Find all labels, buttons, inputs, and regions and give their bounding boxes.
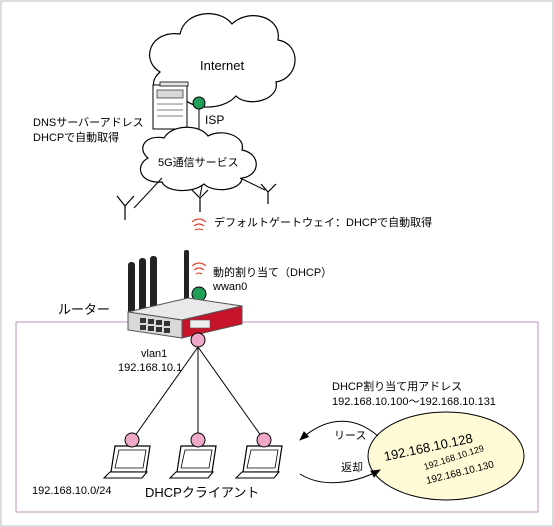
antenna-center: [191, 185, 209, 212]
wwan-signal-icon: [191, 262, 207, 275]
antenna-right: [239, 177, 277, 204]
dns-label-line1: DNSサーバーアドレス: [33, 116, 144, 129]
laptop-icon: [102, 432, 151, 479]
network-label: 192.168.10.0/24: [32, 485, 112, 497]
server-icon: [152, 81, 189, 130]
antenna-left: [116, 177, 163, 220]
default-gateway-label: デフォルトゲートウェイ：DHCPで自動取得: [214, 215, 432, 229]
lease-arrow: [299, 420, 379, 441]
release-label: 返却: [341, 461, 363, 474]
router-icon: [127, 250, 243, 339]
address-pool-ellipse: [367, 411, 525, 501]
pool-range: 192.168.10.100～192.168.10.131: [332, 396, 496, 408]
clients-label: DHCPクライアント: [145, 485, 259, 500]
vlan-name: vlan1: [141, 348, 167, 360]
isp-node: [192, 96, 206, 110]
signal-waves-icon: [191, 218, 207, 231]
vlan-node: [190, 332, 206, 348]
5g-cloud: 5G通信サービス: [139, 126, 257, 192]
dns-label-line2: DHCPで自動取得: [33, 130, 119, 144]
laptop-icon: [234, 432, 283, 479]
5g-label: 5G通信サービス: [158, 156, 239, 169]
isp-label: ISP: [205, 113, 224, 127]
vlan-ip: 192.168.10.1: [118, 362, 182, 374]
release-arrow: [299, 469, 381, 484]
router-label: ルーター: [58, 302, 110, 317]
pool-title: DHCP割り当て用アドレス: [332, 379, 462, 393]
wwan-title: 動的割り当て（DHCP）: [213, 265, 332, 279]
lease-label: リース: [334, 430, 366, 442]
laptop-icon: [168, 432, 217, 479]
wwan-iface: wwan0: [212, 281, 247, 293]
internet-label: Internet: [200, 58, 244, 73]
lan-area: [15, 321, 539, 513]
